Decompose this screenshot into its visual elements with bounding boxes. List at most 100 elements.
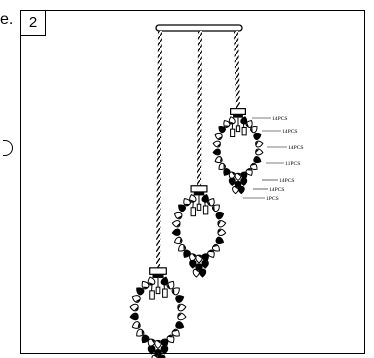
crystal-shade <box>251 127 253 133</box>
crystal-count-callouts: 14PCS 14PCS 14PCS 11PCS 14PCS 14PCS 1PCS <box>243 116 304 202</box>
crystal-drop <box>157 354 166 358</box>
crystal-drop <box>201 193 209 203</box>
crystal-shade <box>148 282 154 285</box>
crystal-drop <box>218 126 226 134</box>
crystal-drop <box>237 185 245 195</box>
crystal-drop <box>141 334 150 344</box>
crystal-shade <box>255 149 260 153</box>
crystal-shade <box>179 238 182 243</box>
bulb-holder <box>196 203 202 211</box>
crystal-drop <box>201 253 209 263</box>
crystal-drop <box>171 228 181 236</box>
crystal-shade <box>208 250 214 253</box>
pendant-middle <box>171 185 227 278</box>
crystal-shade <box>216 143 221 147</box>
crystal-shade <box>156 340 161 344</box>
crystal-count-label: 14PCS <box>282 129 298 135</box>
crystal-count-label: 1PCS <box>266 196 279 202</box>
crystal-shade <box>192 253 196 258</box>
crystal-shade <box>194 269 199 273</box>
crystal-shade <box>255 141 259 146</box>
crystal-shade <box>176 222 180 227</box>
crystal-drop <box>201 259 209 269</box>
pendant-cap <box>149 267 167 275</box>
crystal-shade <box>153 355 158 358</box>
pendant-hub <box>233 114 243 118</box>
crystal-drop <box>223 168 231 176</box>
crystal-shade <box>234 186 238 190</box>
crystal-shade <box>134 306 139 311</box>
bulb-holder <box>162 288 168 298</box>
crystal-drop <box>160 345 169 355</box>
bulb-holder <box>190 207 196 217</box>
crystal-count-label: 14PCS <box>269 187 285 193</box>
crystal-drop <box>240 116 248 125</box>
bulb-holder <box>241 127 247 136</box>
crystal-shade <box>250 163 256 166</box>
crystal-shade <box>246 169 252 171</box>
bulb-holder <box>202 205 209 215</box>
crystal-shade <box>246 122 249 128</box>
crystal-shade <box>177 215 182 219</box>
crystal-drop <box>189 259 197 269</box>
crystal-drop <box>215 236 225 245</box>
crystal-shade <box>143 286 149 289</box>
crystal-drop <box>129 312 139 321</box>
pendant-cap <box>190 185 208 193</box>
crystal-count-label: 14PCS <box>272 116 288 122</box>
crystal-shade <box>190 199 195 202</box>
crystal-shade <box>218 229 222 234</box>
crystal-count-label: 11PCS <box>285 161 300 167</box>
crystal-drop <box>228 177 236 187</box>
bulb-holder <box>149 290 155 300</box>
crystal-shade <box>184 203 190 206</box>
cable-top-pendant <box>234 30 240 111</box>
crystal-drop <box>136 287 145 296</box>
crystal-shade <box>236 173 241 177</box>
cable-bottom-pendant <box>156 30 162 274</box>
crystal-drop <box>240 171 248 180</box>
crystal-drop <box>212 148 221 156</box>
crystal-shade <box>231 172 235 176</box>
crystal-shade <box>150 339 155 344</box>
crystal-count-label: 14PCS <box>288 145 304 151</box>
crystal-shade <box>167 335 173 338</box>
crystal-shade <box>212 245 218 248</box>
crystal-drop <box>183 249 191 258</box>
instruction-panel: 2 <box>20 10 365 354</box>
crystal-shade <box>141 329 144 335</box>
crystal-shade <box>223 163 225 169</box>
crystal-shade <box>219 157 222 162</box>
crystal-shade <box>135 298 141 302</box>
crystal-drop <box>215 211 225 220</box>
cable-middle-pendant <box>197 30 202 191</box>
bulb-holder <box>230 128 236 138</box>
crystal-drop <box>198 268 207 278</box>
step-number-badge: 2 <box>21 11 46 36</box>
crystal-shade <box>172 289 175 295</box>
crystal-shade <box>229 121 235 124</box>
pendant-top <box>212 108 264 195</box>
crystal-shade <box>183 244 185 250</box>
pendant-cap <box>230 108 246 115</box>
ceiling-canopy <box>155 24 243 32</box>
crystal-drop <box>178 204 186 213</box>
crystal-shade <box>217 136 222 139</box>
crystal-shade <box>213 206 215 212</box>
crystal-shade <box>218 221 221 226</box>
crystal-drop <box>253 132 262 140</box>
crystal-count-label: 14PCS <box>279 178 295 184</box>
bulb-holder <box>155 286 161 295</box>
pendant-bottom <box>129 267 187 358</box>
crystal-shade <box>137 322 140 328</box>
bulb-holder <box>235 125 241 133</box>
crystal-shade <box>224 125 230 127</box>
pendant-hub <box>152 274 164 278</box>
crystal-shade <box>208 201 211 206</box>
crystal-shade <box>197 255 202 259</box>
crystal-shade <box>177 313 182 318</box>
crystal-drop <box>147 345 156 355</box>
crystal-drop <box>160 338 169 348</box>
crystal-drop <box>175 321 185 329</box>
